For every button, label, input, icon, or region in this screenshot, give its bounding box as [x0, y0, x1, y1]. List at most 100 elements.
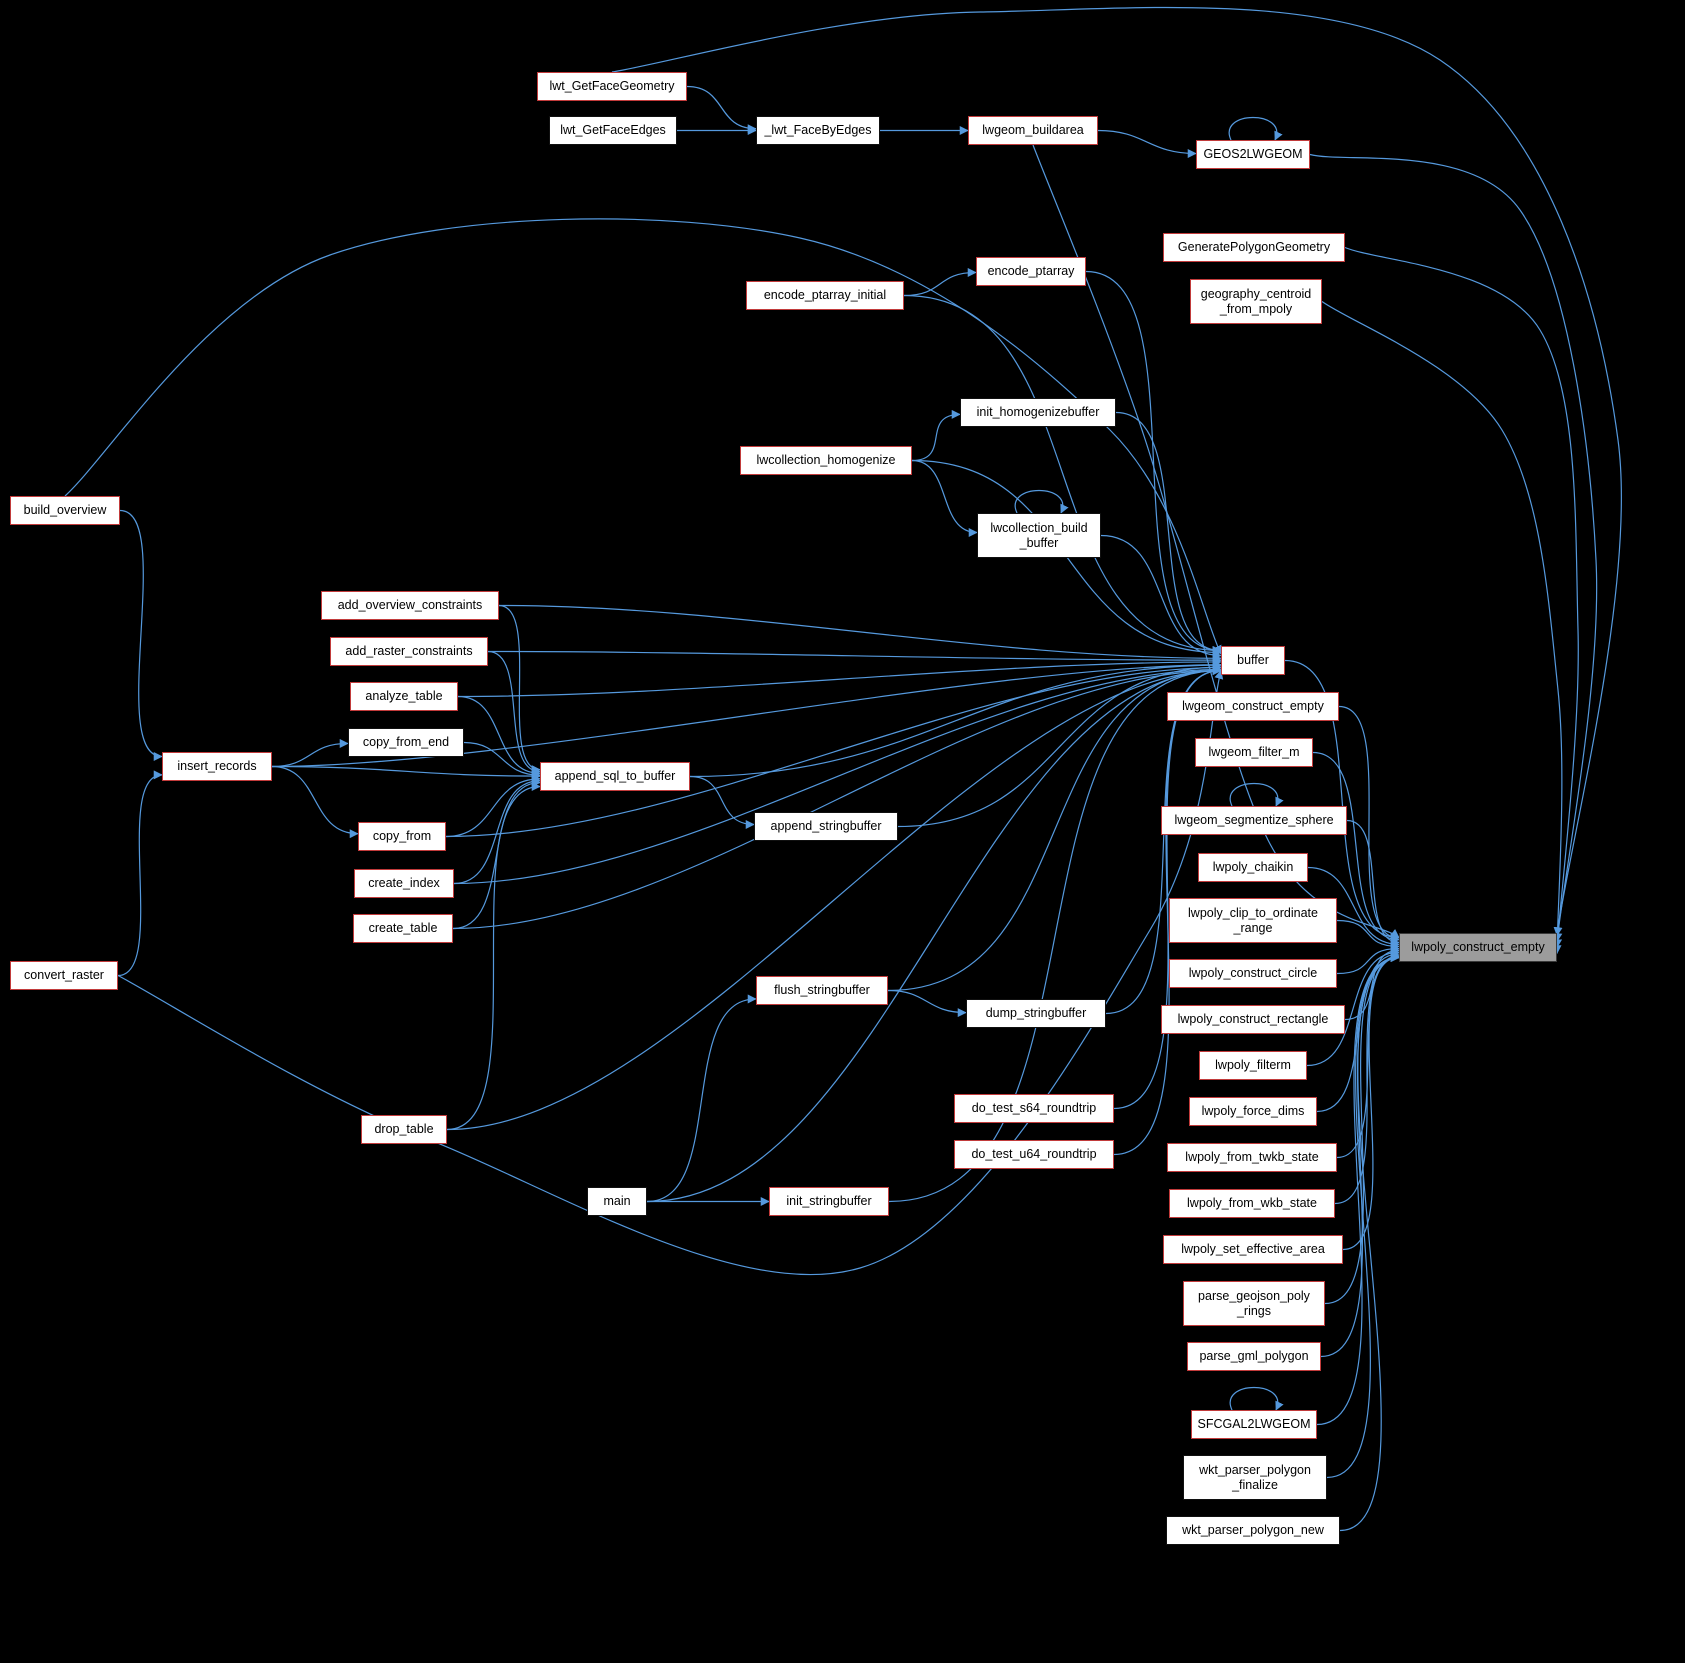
- node-init_homogenizebuffer[interactable]: init_homogenizebuffer: [960, 398, 1116, 427]
- node-parse_geojson_poly_rings[interactable]: parse_geojson_poly _rings: [1183, 1281, 1325, 1326]
- call-edge: [1228, 116, 1283, 141]
- call-edge: [457, 657, 1222, 698]
- call-edge: [271, 738, 349, 768]
- node-append_sql_to_buffer[interactable]: append_sql_to_buffer: [540, 762, 690, 791]
- call-edge: [1336, 944, 1400, 975]
- node-lwgeom_construct_empty[interactable]: lwgeom_construct_empty: [1167, 692, 1339, 721]
- call-edge: [446, 782, 541, 1131]
- node-lwpoly_clip_to_ordinate_range[interactable]: lwpoly_clip_to_ordinate _range: [1169, 898, 1337, 943]
- call-edge: [1326, 953, 1400, 1479]
- call-edge: [1307, 866, 1400, 949]
- call-edge: [498, 604, 541, 775]
- call-edge: [1336, 951, 1400, 1159]
- call-edge: [119, 509, 163, 761]
- call-edge: [1321, 301, 1563, 955]
- node-lwpoly_construct_circle[interactable]: lwpoly_construct_circle: [1169, 959, 1337, 988]
- call-edge: [1344, 246, 1579, 949]
- node-dump_stringbuffer[interactable]: dump_stringbuffer: [966, 999, 1106, 1028]
- call-edge: [887, 989, 967, 1018]
- call-edge: [487, 650, 1222, 665]
- node-create_table[interactable]: create_table: [353, 914, 453, 943]
- call-edge: [1306, 947, 1400, 1067]
- node-do_test_s64_roundtrip[interactable]: do_test_s64_roundtrip: [954, 1094, 1114, 1123]
- node-init_stringbuffer[interactable]: init_stringbuffer: [769, 1187, 889, 1216]
- call-edge: [1336, 919, 1400, 951]
- call-edge: [117, 770, 163, 977]
- node-wkt_parser_polygon_new[interactable]: wkt_parser_polygon_new: [1166, 1516, 1340, 1545]
- call-edge: [1316, 949, 1400, 1113]
- call-edge: [1100, 534, 1222, 660]
- node-copy_from_end[interactable]: copy_from_end: [348, 728, 464, 757]
- call-edge: [903, 267, 977, 297]
- call-edge: [463, 741, 541, 780]
- node-lwcollection_homogenize[interactable]: lwcollection_homogenize: [740, 446, 912, 475]
- node-analyze_table[interactable]: analyze_table: [350, 682, 458, 711]
- node-lwpoly_construct_empty: lwpoly_construct_empty: [1399, 933, 1557, 962]
- node-lwgeom_buildarea[interactable]: lwgeom_buildarea: [968, 116, 1098, 145]
- call-edge: [453, 776, 541, 885]
- node-encode_ptarray[interactable]: encode_ptarray: [976, 257, 1086, 286]
- node-GeneratePolygonGeometry[interactable]: GeneratePolygonGeometry: [1163, 233, 1345, 262]
- call-edge: [1229, 782, 1284, 807]
- call-edge: [64, 218, 1222, 655]
- node-lwpoly_chaikin[interactable]: lwpoly_chaikin: [1198, 853, 1308, 882]
- call-edge: [452, 666, 1222, 930]
- node-lwpoly_from_twkb_state[interactable]: lwpoly_from_twkb_state: [1167, 1143, 1337, 1172]
- node-main[interactable]: main: [587, 1187, 647, 1216]
- node-create_index[interactable]: create_index: [354, 869, 454, 898]
- call-edge: [1085, 270, 1222, 655]
- call-edge: [689, 660, 1222, 778]
- call-edge: [1344, 945, 1400, 1021]
- call-edge: [453, 664, 1222, 885]
- call-edge: [1284, 659, 1400, 942]
- node-lwt_GetFaceGeometry[interactable]: lwt_GetFaceGeometry: [537, 72, 687, 101]
- node-lwpoly_from_wkb_state[interactable]: lwpoly_from_wkb_state: [1169, 1189, 1335, 1218]
- node-add_overview_constraints[interactable]: add_overview_constraints: [321, 591, 499, 620]
- node-append_stringbuffer[interactable]: append_stringbuffer: [754, 812, 898, 841]
- node-add_raster_constraints[interactable]: add_raster_constraints: [330, 637, 488, 666]
- node-lwgeom_filter_m[interactable]: lwgeom_filter_m: [1195, 738, 1313, 767]
- call-edge: [1339, 953, 1400, 1532]
- node-_lwt_FaceByEdges[interactable]: _lwt_FaceByEdges: [756, 116, 880, 145]
- node-GEOS2LWGEOM[interactable]: GEOS2LWGEOM: [1196, 140, 1310, 169]
- node-SFCGAL2LWGEOM[interactable]: SFCGAL2LWGEOM: [1191, 1410, 1317, 1439]
- node-flush_stringbuffer[interactable]: flush_stringbuffer: [756, 976, 888, 1005]
- node-buffer[interactable]: buffer: [1221, 646, 1285, 675]
- node-do_test_u64_roundtrip[interactable]: do_test_u64_roundtrip: [954, 1140, 1114, 1169]
- call-edge: [686, 85, 757, 134]
- node-wkt_parser_polygon_finalize[interactable]: wkt_parser_polygon _finalize: [1183, 1455, 1327, 1500]
- call-edge: [271, 765, 541, 781]
- call-edge: [646, 666, 1222, 1203]
- call-edge: [887, 666, 1222, 992]
- call-edge: [446, 666, 1222, 1131]
- node-parse_gml_polygon[interactable]: parse_gml_polygon: [1187, 1342, 1321, 1371]
- node-lwgeom_segmentize_sphere[interactable]: lwgeom_segmentize_sphere: [1161, 806, 1347, 835]
- node-convert_raster[interactable]: convert_raster: [10, 961, 118, 990]
- node-insert_records[interactable]: insert_records: [162, 752, 272, 781]
- call-edge: [1097, 129, 1197, 159]
- node-lwpoly_construct_rectangle[interactable]: lwpoly_construct_rectangle: [1161, 1005, 1345, 1034]
- node-lwpoly_force_dims[interactable]: lwpoly_force_dims: [1189, 1097, 1317, 1126]
- call-edge: [1338, 705, 1400, 943]
- node-lwcollection_build_buffer[interactable]: lwcollection_build _buffer: [977, 513, 1101, 558]
- call-edge: [487, 650, 541, 776]
- node-drop_table[interactable]: drop_table: [361, 1115, 447, 1144]
- call-edge: [611, 6, 1622, 937]
- call-edge: [445, 774, 541, 838]
- node-encode_ptarray_initial[interactable]: encode_ptarray_initial: [746, 281, 904, 310]
- call-edge: [271, 765, 359, 839]
- call-edge: [498, 604, 1222, 663]
- node-geography_centroid_from_mpoly[interactable]: geography_centroid _from_mpoly: [1190, 279, 1322, 324]
- call-edge: [117, 669, 1224, 1276]
- node-lwpoly_set_effective_area[interactable]: lwpoly_set_effective_area: [1163, 1235, 1343, 1264]
- call-edge: [1014, 489, 1069, 514]
- node-copy_from[interactable]: copy_from: [358, 822, 446, 851]
- node-lwt_GetFaceEdges[interactable]: lwt_GetFaceEdges: [549, 116, 677, 145]
- call-edge: [271, 660, 1222, 768]
- node-lwpoly_filterm[interactable]: lwpoly_filterm: [1199, 1051, 1307, 1080]
- call-edge: [911, 459, 978, 537]
- call-edge: [1324, 953, 1400, 1305]
- node-build_overview[interactable]: build_overview: [10, 496, 120, 525]
